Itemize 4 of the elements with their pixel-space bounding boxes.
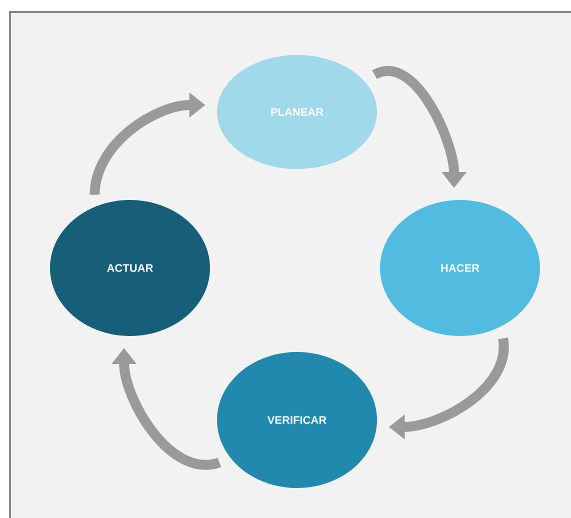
ellipse-node: PLANEAR (217, 55, 377, 169)
ellipse-node: ACTUAR (50, 200, 210, 336)
ellipse-node: VERIFICAR (217, 352, 377, 488)
ellipse-node: HACER (380, 200, 540, 336)
